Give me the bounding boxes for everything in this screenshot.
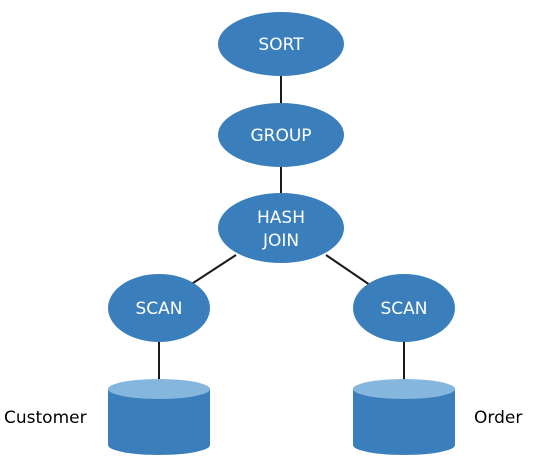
node-hash-join-label-line1: HASH <box>257 208 305 228</box>
node-scan-right: SCAN <box>353 274 455 342</box>
node-hash-join-label-line2: JOIN <box>262 231 299 251</box>
node-hash-join: HASH JOIN <box>218 193 344 263</box>
table-label-order: Order <box>474 408 522 428</box>
cylinder-top-order <box>353 379 455 399</box>
edge-hashjoin-scan-left <box>189 254 237 286</box>
node-sort: SORT <box>218 12 344 76</box>
node-sort-label: SORT <box>258 35 304 55</box>
edge-hashjoin-scan-right <box>325 254 371 286</box>
node-scan-left: SCAN <box>108 274 210 342</box>
node-group: GROUP <box>218 103 344 167</box>
node-group-label: GROUP <box>250 126 311 146</box>
node-scan-left-label: SCAN <box>135 299 182 319</box>
cylinder-body-customer <box>108 389 210 455</box>
table-label-customer: Customer <box>4 408 87 428</box>
cylinder-top-customer <box>108 379 210 399</box>
node-scan-right-label: SCAN <box>380 299 427 319</box>
database-cylinder-order <box>353 379 455 455</box>
database-cylinder-customer <box>108 379 210 455</box>
cylinder-body-order <box>353 389 455 455</box>
